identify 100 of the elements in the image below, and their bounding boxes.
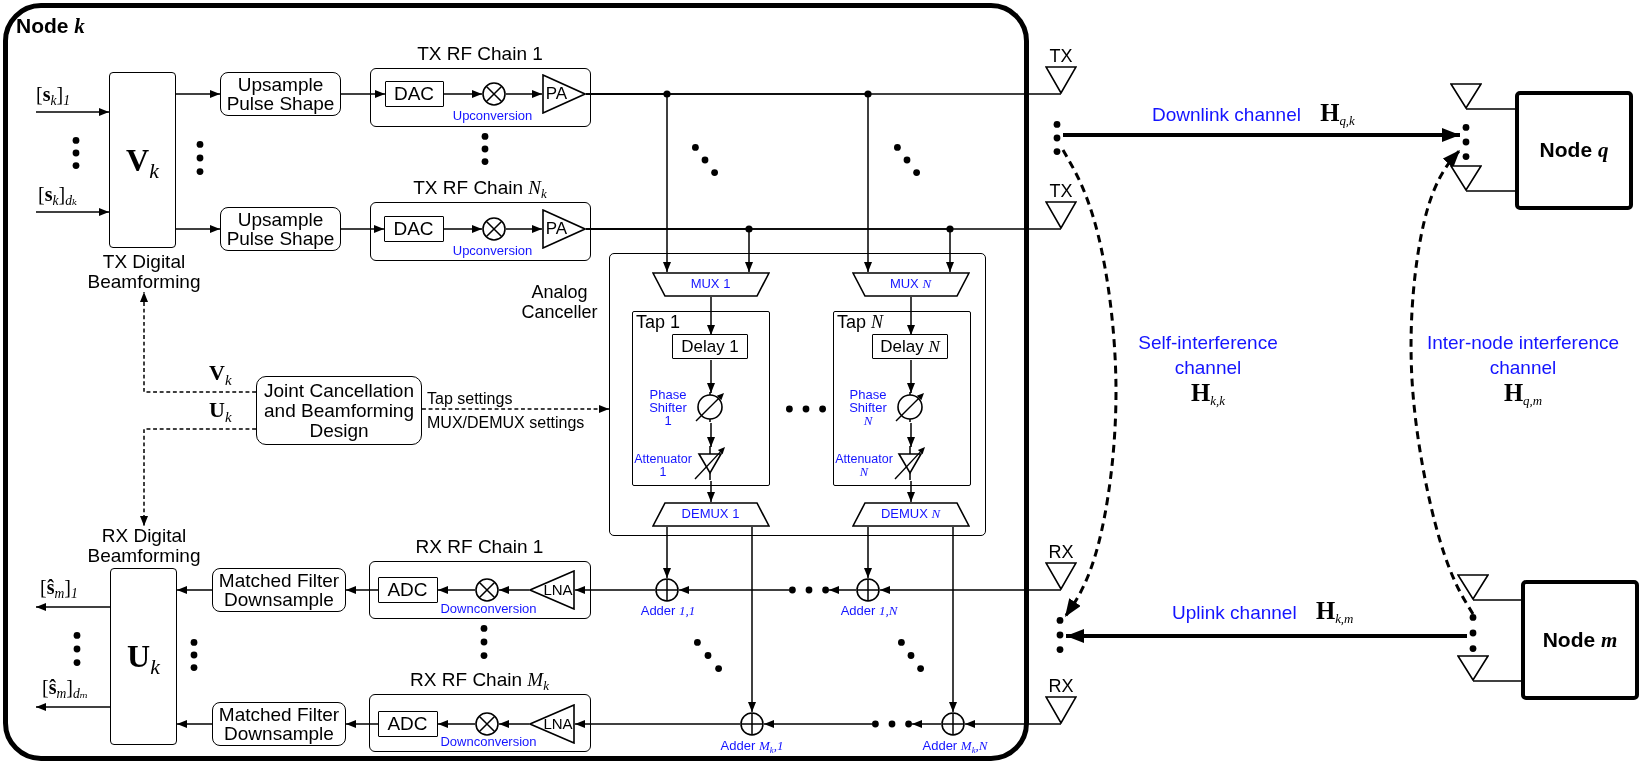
arrow [949, 526, 957, 713]
vertical-ellipsis-icon [1467, 614, 1479, 652]
arrow [505, 225, 543, 233]
mixer-symbol [481, 81, 506, 106]
arrow [763, 720, 873, 728]
antenna-symbol [1457, 574, 1489, 600]
edge-label: [ŝ$_{m}$]$_{dₘ}$ [42, 675, 90, 700]
matrix-block: U$_{k}$ [110, 568, 177, 745]
tap-box [631, 310, 770, 486]
arrow [707, 480, 715, 503]
dac-block: DAC [383, 215, 444, 242]
antenna-symbol [1457, 655, 1489, 681]
conversion-label: Downconversion [439, 735, 538, 750]
arrow [678, 586, 790, 594]
multiplexer-symbol [651, 271, 770, 297]
attenuator-symbol [694, 446, 726, 480]
network-node-box: Node q [1515, 91, 1633, 210]
edge-label: Downlink channel H$_{q,k}$ [1152, 98, 1356, 130]
thick-arrow [1063, 128, 1460, 142]
line [1465, 108, 1516, 110]
node-title: Node k [16, 12, 86, 40]
network-node-box [3, 3, 1029, 761]
arrow [964, 720, 1062, 728]
arrow [345, 586, 379, 594]
adder-symbol [655, 578, 679, 602]
mixer-symbol [474, 577, 499, 602]
amplifier-symbol [541, 208, 586, 249]
edge-label: Self-interference channel H$_{k,k}$ [1137, 331, 1279, 411]
chain-title: RX RF Chain M$_{k}$ [409, 667, 550, 693]
upsample-block: Upsample Pulse Shape [220, 72, 341, 116]
phase-shifter-label: Phase Shifter 1 [648, 387, 688, 427]
adder-label: Adder 1,N [839, 604, 899, 619]
chain-title: TX RF Chain 1 [416, 41, 544, 66]
arrow [707, 359, 715, 394]
settings-label: MUX/DEMUX settings [427, 413, 586, 432]
network-node-box: Node m [1521, 580, 1639, 700]
arrow [748, 526, 756, 713]
arrow [907, 296, 915, 336]
antenna-label: TX [1048, 46, 1074, 66]
phase-shifter-label: Phase Shifter N [848, 387, 888, 427]
arrow [907, 359, 915, 394]
antenna-symbol [1450, 83, 1482, 109]
dac-block: DAC [384, 80, 444, 107]
line [1465, 190, 1516, 192]
edge-label: Tap settings [427, 389, 514, 408]
dashed-arrow [140, 428, 257, 527]
arrow [35, 603, 111, 611]
chain-title: TX RF Chain N$_{k}$ [412, 175, 548, 201]
demultiplexer-label: DEMUX N [879, 504, 942, 523]
arrow [176, 720, 213, 728]
design-block: Joint Cancellation and Beamforming Design [256, 376, 422, 445]
arrow [340, 90, 386, 98]
antenna-label: RX [1047, 676, 1075, 696]
arrow [443, 225, 483, 233]
amplifier-label: LNA [542, 579, 574, 600]
amplifier-label: PA [544, 82, 569, 105]
arrow [828, 586, 857, 594]
conversion-label: Upconversion [451, 243, 534, 259]
multiplexer-label: MUX 1 [689, 274, 732, 293]
vertical-ellipsis-icon [1051, 121, 1063, 155]
conversion-label: Downconversion [439, 602, 538, 617]
delay-block: Delay N [872, 334, 948, 359]
filter-block: Matched Filter Downsample [212, 568, 346, 612]
arrow [505, 90, 543, 98]
mixer-symbol [474, 711, 499, 736]
mixer-symbol [481, 216, 506, 241]
arrow [585, 93, 872, 273]
filter-block: Matched Filter Downsample [212, 702, 346, 746]
adder-symbol [740, 712, 764, 736]
arrow [35, 208, 110, 216]
amplifier-label: PA [544, 217, 569, 240]
block-caption: RX Digital Beamforming [78, 526, 210, 566]
tap-title: Tap 1 [636, 311, 682, 333]
edge-label: Uplink channel H$_{k,m}$ [1172, 596, 1355, 628]
arrow [175, 225, 221, 233]
tap-title: Tap N [837, 311, 885, 333]
demultiplexer-symbol [651, 501, 770, 527]
arrow [574, 586, 656, 594]
arrow [864, 526, 872, 579]
adder-label: Adder 1,1 [639, 604, 697, 619]
edge-label: V$_{k}$ [209, 360, 233, 386]
arrow [907, 480, 915, 503]
delay-block: Delay 1 [672, 334, 748, 359]
arrow [907, 422, 915, 448]
arrow [340, 225, 385, 233]
arrow [35, 703, 111, 711]
arrow [437, 720, 476, 728]
phase-shifter-symbol [695, 392, 725, 422]
matrix-block: V$_{k}$ [109, 72, 176, 248]
adder-symbol [941, 712, 965, 736]
arrow [574, 720, 741, 728]
amplifier-label: LNA [542, 713, 574, 734]
vertical-ellipsis-icon [1460, 124, 1472, 160]
line [1472, 680, 1522, 682]
arrow [176, 586, 213, 594]
antenna-label: RX [1047, 542, 1075, 562]
dashed-curved-arrow [1061, 149, 1118, 618]
edge-label: [s$_{k}$]$_{dₖ}$ [38, 182, 78, 206]
arrow [879, 586, 1062, 594]
antenna-symbol [1450, 165, 1482, 191]
